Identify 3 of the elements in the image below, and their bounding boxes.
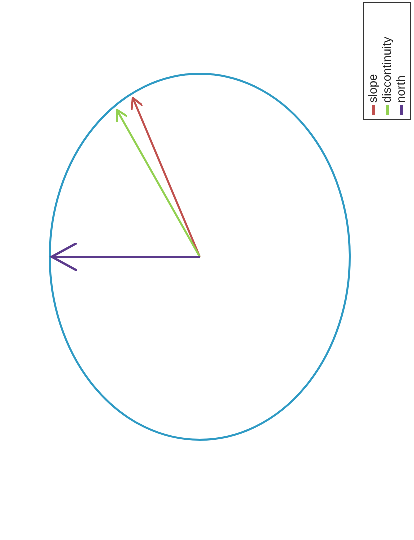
legend-label: discontinuity — [380, 36, 394, 103]
legend-label: north — [394, 76, 408, 103]
legend-label: slope — [366, 74, 380, 103]
